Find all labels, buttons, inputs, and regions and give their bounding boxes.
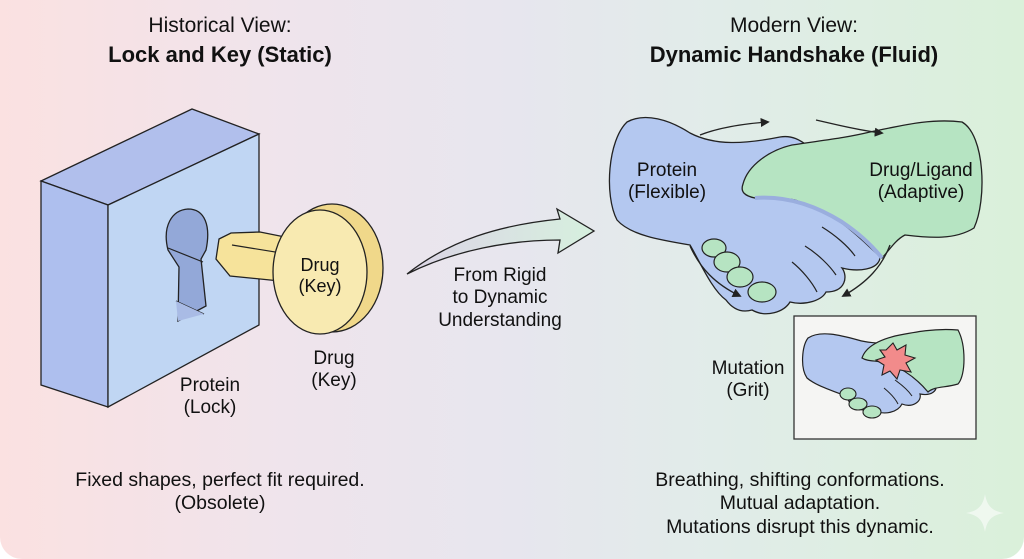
transition-line2: to Dynamic <box>452 287 548 309</box>
key-label: Drug (Key) <box>294 348 374 392</box>
key-inner-label-line1: Drug <box>300 255 340 275</box>
right-panel-title: Dynamic Handshake (Fluid) <box>649 42 939 67</box>
right-caption-line2: Mutual adaptation. <box>719 492 881 515</box>
mutation-grit-icon <box>874 342 917 381</box>
right-caption-line3: Mutations disrupt this dynamic. <box>666 515 934 538</box>
lock-box-icon <box>39 108 261 409</box>
key-inner-label-line2: (Key) <box>298 275 342 296</box>
protein-label-line2: (Flexible) <box>627 181 707 203</box>
lock-label-line2: (Lock) <box>183 396 237 418</box>
transition-line3: Understanding <box>438 309 562 331</box>
lock-box-side-face <box>40 180 109 408</box>
transition-label: From Rigid to Dynamic Understanding <box>430 265 570 332</box>
sparkle-icon <box>966 494 1004 532</box>
right-panel-caption: Breathing, shifting conformations. Mutua… <box>620 469 980 539</box>
key-label-line1: Drug <box>313 348 355 369</box>
left-panel-title: Lock and Key (Static) <box>108 42 332 67</box>
key-label-line2: (Key) <box>311 369 357 391</box>
lock-label-line1: Protein <box>179 375 241 396</box>
handshake-icon <box>608 116 983 315</box>
key-inner-label: Drug (Key) <box>290 255 350 296</box>
protein-flexible-label: Protein (Flexible) <box>612 160 722 204</box>
mutation-inset <box>793 315 977 440</box>
right-panel-subtitle: Modern View: <box>729 14 858 37</box>
left-panel-caption: Fixed shapes, perfect fit required. (Obs… <box>40 469 400 516</box>
key-bow <box>272 209 368 335</box>
right-caption-line1: Breathing, shifting conformations. <box>655 469 945 491</box>
ligand-fingers <box>701 238 777 303</box>
mini-handshake-icon <box>802 328 965 419</box>
drug-label-line1: Drug/Ligand <box>869 160 973 181</box>
lock-label: Protein (Lock) <box>165 375 255 419</box>
left-panel-subtitle: Historical View: <box>148 14 292 37</box>
protein-label-line1: Protein <box>636 160 698 181</box>
mutation-label-line1: Mutation <box>711 358 785 379</box>
transition-arrow-icon <box>406 207 596 275</box>
left-caption-line2: (Obsolete) <box>174 492 266 515</box>
drug-ligand-label: Drug/Ligand (Adaptive) <box>856 160 986 204</box>
keyhole-icon <box>165 208 209 323</box>
mutation-label-line2: (Grit) <box>726 379 770 401</box>
key-icon <box>215 203 384 335</box>
drug-label-line2: (Adaptive) <box>877 181 965 203</box>
left-caption-line1: Fixed shapes, perfect fit required. <box>75 469 365 491</box>
transition-line1: From Rigid <box>453 265 547 286</box>
mutation-label: Mutation (Grit) <box>698 358 798 402</box>
